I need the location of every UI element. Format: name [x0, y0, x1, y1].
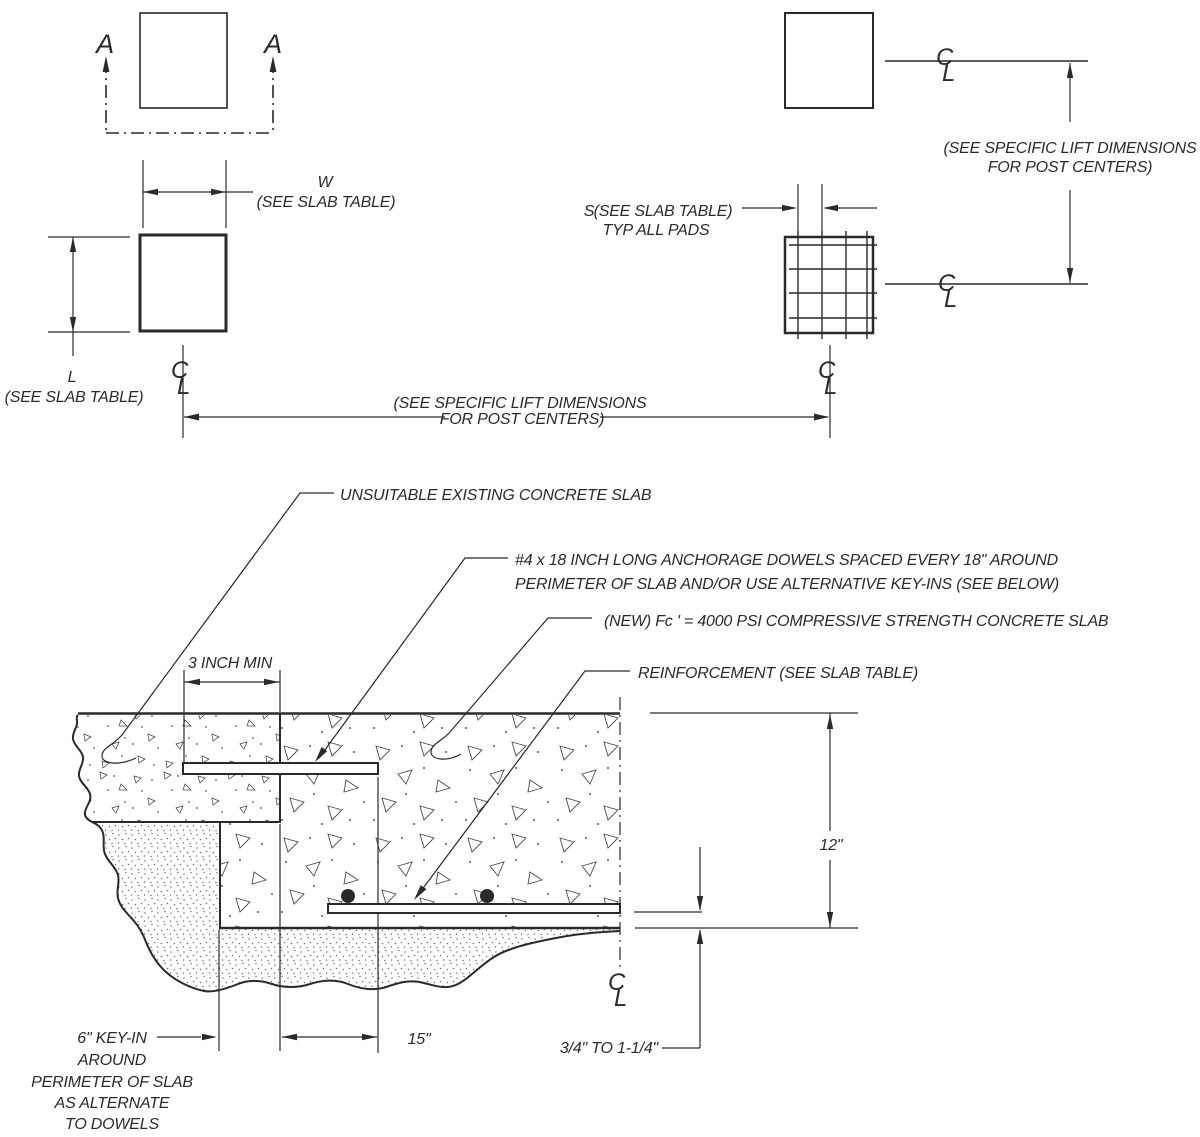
dim-s: S (SEE SLAB TABLE) TYP ALL PADS	[584, 184, 877, 239]
pad-mesh-square	[783, 231, 877, 339]
centerline-pad-right: C L	[818, 345, 837, 438]
rebar-section-dot	[341, 889, 355, 903]
centerline-symbol: C L	[938, 270, 957, 313]
rebar-section-dot	[480, 889, 494, 903]
svg-text:C: C	[608, 969, 626, 996]
callout-new-slab-text: (NEW) Fc ' = 4000 PSI COMPRESSIVE STRENG…	[604, 613, 1109, 630]
dim-s-label: S	[584, 203, 595, 220]
keyin-note-line5: TO DOWELS	[65, 1116, 159, 1133]
material-squiggle-icon	[101, 734, 137, 764]
section-marker-a-right: A	[262, 29, 282, 59]
callout-dowels-line2: PERIMETER OF SLAB AND/OR USE ALTERNATIVE…	[515, 576, 1059, 593]
leader-arrow-icon	[414, 885, 427, 900]
keyin-note-line4: AS ALTERNATE	[54, 1095, 170, 1112]
svg-text:C: C	[938, 270, 956, 297]
lift-v-note-line2: FOR POST CENTERS)	[988, 159, 1153, 176]
svg-text:C: C	[171, 357, 189, 384]
dim-15inch-label: 15"	[408, 1031, 432, 1048]
dim-cover: 3/4" TO 1-1/4"	[560, 847, 704, 1057]
svg-text:L: L	[944, 286, 957, 313]
keyin-note-line3: PERIMETER OF SLAB	[31, 1074, 193, 1091]
dim-l: L (SEE SLAB TABLE)	[5, 236, 144, 406]
keyin-note-line2: AROUND	[77, 1052, 147, 1069]
pad-plan-square-right	[784, 12, 874, 109]
svg-text:L: L	[177, 373, 190, 400]
centerline-symbol: C L	[171, 357, 190, 400]
existing-slab	[72, 715, 280, 822]
centerline-pad-left: C L	[171, 345, 190, 438]
callout-reinforcement: REINFORCEMENT (SEE SLAB TABLE)	[414, 665, 918, 900]
centerline-symbol: C L	[818, 357, 837, 400]
dim-15inch: 15"	[282, 1031, 432, 1048]
break-edge-existing	[71, 714, 93, 823]
callout-unsuitable-text: UNSUITABLE EXISTING CONCRETE SLAB	[340, 487, 652, 504]
section-arrow-left-icon	[102, 56, 110, 72]
section-arrow-right-icon	[269, 56, 277, 72]
dim-3inch-label: 3 INCH MIN	[188, 655, 273, 672]
dim-12inch-label: 12"	[820, 837, 844, 854]
svg-text:C: C	[936, 44, 954, 71]
dim-s-note: (SEE SLAB TABLE)	[594, 203, 733, 220]
dim-l-label: L	[68, 369, 77, 386]
anchor-dowel-bar	[182, 762, 379, 775]
dim-cover-label: 3/4" TO 1-1/4"	[560, 1040, 660, 1057]
pad-plan-square-bold	[138, 233, 228, 333]
lift-v-note-line1: (SEE SPECIFIC LIFT DIMENSIONS	[944, 140, 1197, 157]
keyin-note-line1: 6" KEY-IN	[77, 1030, 147, 1047]
callout-reinforcement-text: REINFORCEMENT (SEE SLAB TABLE)	[638, 665, 918, 682]
dim-12inch: 12"	[635, 712, 858, 929]
material-squiggle-icon	[430, 731, 462, 760]
lift-h-note-line1: (SEE SPECIFIC LIFT DIMENSIONS	[394, 395, 647, 412]
callout-unsuitable: UNSUITABLE EXISTING CONCRETE SLAB	[101, 487, 652, 764]
reinforcing-mesh	[789, 231, 877, 339]
section-cut-line	[102, 56, 277, 134]
reinforcement-bar	[327, 889, 621, 914]
svg-text:L: L	[942, 60, 955, 87]
svg-text:C: C	[818, 357, 836, 384]
section-marker-a-left: A	[94, 29, 114, 59]
centerline-section: C L	[608, 697, 627, 1012]
leader-arrow-icon	[315, 747, 328, 762]
pad-outline-square	[139, 12, 228, 109]
callout-dowels: #4 x 18 INCH LONG ANCHORAGE DOWELS SPACE…	[315, 552, 1059, 762]
note-keyin: 6" KEY-IN AROUND PERIMETER OF SLAB AS AL…	[31, 1030, 217, 1133]
dim-lift-vertical: (SEE SPECIFIC LIFT DIMENSIONS FOR POST C…	[944, 63, 1197, 283]
plan-pad-top: A A	[94, 12, 282, 134]
lift-h-note-line2: FOR POST CENTERS)	[440, 411, 605, 428]
dim-l-note: (SEE SLAB TABLE)	[5, 389, 144, 406]
centerline-symbol: C L	[608, 969, 627, 1012]
svg-text:L: L	[614, 985, 627, 1012]
callout-new-slab: (NEW) Fc ' = 4000 PSI COMPRESSIVE STRENG…	[430, 613, 1109, 760]
dim-s-note2: TYP ALL PADS	[603, 222, 711, 239]
centerline-top-horizontal: C L	[885, 44, 1088, 87]
extension-lines	[218, 777, 379, 1053]
centerline-mid-horizontal: C L	[885, 270, 1088, 313]
callout-dowels-line1: #4 x 18 INCH LONG ANCHORAGE DOWELS SPACE…	[515, 552, 1059, 569]
dim-w-note: (SEE SLAB TABLE)	[257, 194, 396, 211]
break-edge-subgrade	[91, 821, 621, 993]
section-outlines	[71, 712, 621, 993]
subgrade	[92, 822, 620, 992]
dim-w: W (SEE SLAB TABLE)	[142, 160, 396, 228]
svg-text:L: L	[824, 373, 837, 400]
centerline-symbol: C L	[936, 44, 955, 87]
dim-w-label: W	[318, 174, 335, 191]
dim-3inch-min: 3 INCH MIN	[183, 655, 281, 762]
dim-lift-horizontal: (SEE SPECIFIC LIFT DIMENSIONS FOR POST C…	[184, 395, 829, 428]
